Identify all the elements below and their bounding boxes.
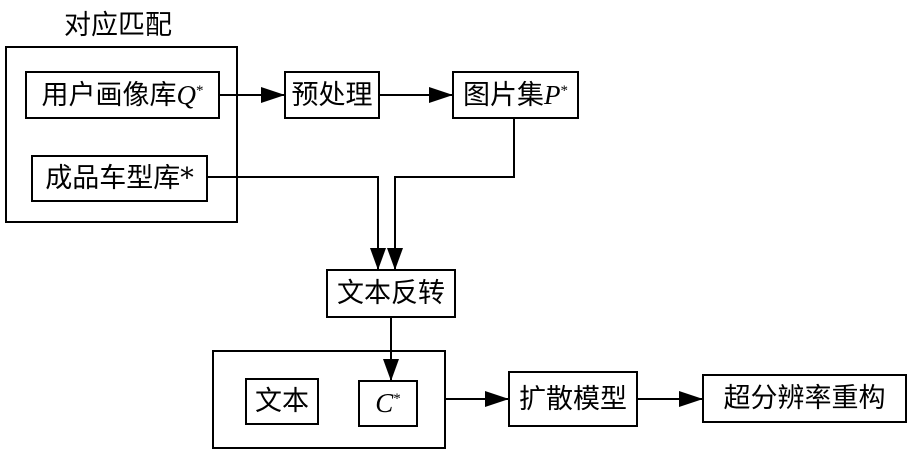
edge-vehicle-lib-to-text-inversion	[207, 176, 386, 270]
node-label: 超分辨率重构	[723, 383, 886, 414]
group-matching	[5, 46, 238, 223]
node-superscript: *	[393, 391, 401, 407]
node-label: 扩散模型	[519, 383, 627, 415]
node-super-resolution[interactable]: 超分辨率重构	[702, 374, 907, 423]
group-matching-title: 对应匹配	[64, 10, 172, 41]
node-symbol: C	[375, 388, 394, 418]
edge-image-set-to-text-inversion	[387, 118, 515, 270]
node-text-inversion[interactable]: 文本反转	[326, 269, 456, 318]
node-label: 文本	[255, 386, 309, 417]
node-label: 图片集	[463, 79, 544, 111]
group-text-c-star	[212, 350, 446, 449]
node-label: 成品车型库*	[45, 163, 194, 194]
node-c-star[interactable]: C*	[358, 380, 418, 427]
node-finished-vehicle-library[interactable]: 成品车型库*	[31, 155, 208, 202]
node-label: 用户画像库	[41, 79, 177, 111]
node-preprocess[interactable]: 预处理	[284, 71, 380, 119]
node-superscript: *	[196, 82, 204, 99]
node-text[interactable]: 文本	[245, 378, 319, 425]
node-superscript: *	[560, 82, 569, 99]
node-label: 预处理	[291, 79, 373, 111]
node-label: 文本反转	[337, 278, 445, 309]
node-diffusion-model[interactable]: 扩散模型	[508, 371, 638, 427]
node-symbol: P	[544, 79, 561, 110]
node-symbol: Q	[176, 79, 197, 110]
